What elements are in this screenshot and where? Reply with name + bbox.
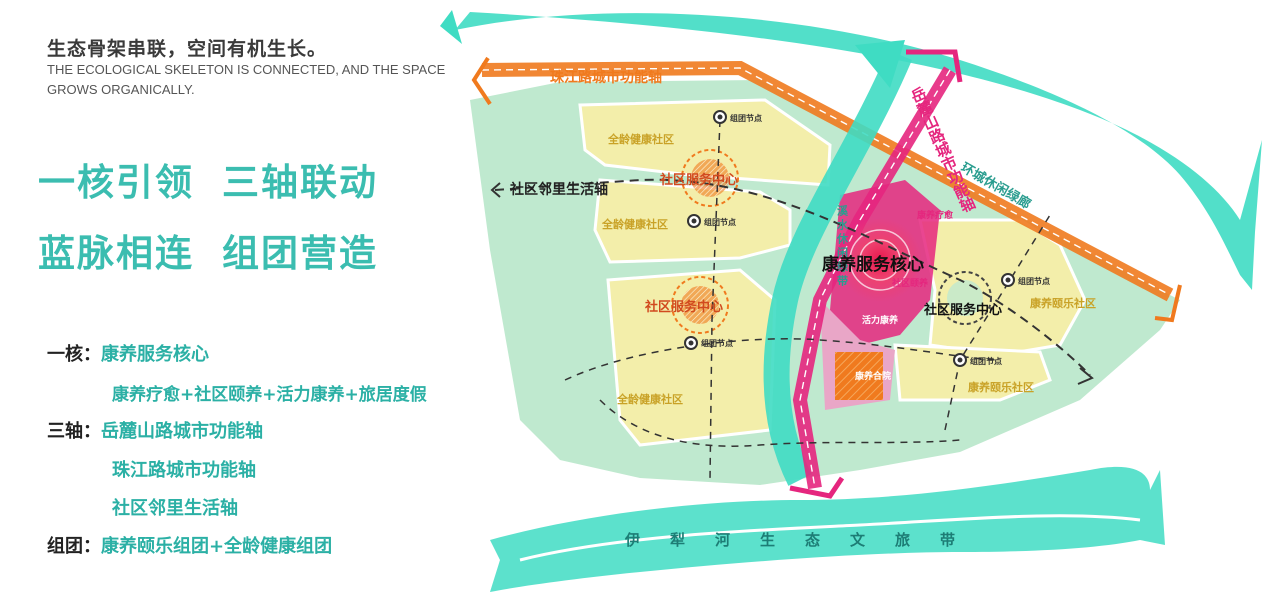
- river-belt: [490, 466, 1165, 592]
- slogan-core: 一核引领: [38, 161, 194, 204]
- community-center-marker-1: [681, 149, 739, 207]
- label-all-age-3: 全龄健康社区: [616, 392, 683, 406]
- label-core: 康养服务核心: [822, 254, 924, 275]
- label-node-2: 组团节点: [704, 217, 736, 227]
- legend-axes-key: 三轴：: [47, 421, 101, 442]
- legend-groups: 组团：康养颐乐组团+全龄健康组团: [47, 532, 332, 558]
- label-community-center-1: 社区服务中心: [659, 172, 738, 188]
- zhujiang-arrow-left: [471, 56, 492, 106]
- legend-axis-2: 珠江路城市功能轴: [112, 460, 256, 481]
- legend-core-detail: 康养疗愈+社区颐养+活力康养+旅居度假: [112, 385, 427, 405]
- node-markers: [684, 110, 1015, 367]
- label-courtyard: 康养合院: [855, 370, 891, 382]
- label-node-5: 组团节点: [970, 356, 1002, 366]
- label-vitality: 活力康养: [862, 314, 898, 326]
- label-zhujiang-axis: 珠江路城市功能轴: [550, 69, 662, 86]
- legend-panel: 生态骨架串联，空间有机生长。 THE ECOLOGICAL SKELETON I…: [0, 0, 470, 608]
- community-center-marker-3: [938, 271, 992, 325]
- label-community-care: 社区颐养: [891, 277, 928, 289]
- slogan-axes: 三轴联动: [222, 161, 378, 204]
- community-center-marker-2: [671, 276, 729, 334]
- yuelushan-arrow-top: [906, 49, 963, 83]
- legend-axis-1: 岳麓山路城市功能轴: [101, 421, 263, 442]
- label-node-3: 组团节点: [701, 338, 733, 348]
- label-river-belt: 伊犁河生态文旅带: [624, 531, 985, 549]
- neighborhood-axis: [494, 178, 1091, 376]
- label-neighborhood-axis: 社区邻里生活轴: [509, 181, 608, 198]
- legend-groups-key: 组团：: [47, 536, 101, 557]
- legend-axes: 三轴：岳麓山路城市功能轴: [47, 417, 263, 443]
- label-yile-1: 康养颐乐社区: [1030, 296, 1096, 310]
- legend-core-value: 康养服务核心: [101, 344, 209, 365]
- zhujiang-arrow-right: [1154, 284, 1182, 323]
- legend-core: 一核：康养服务核心: [47, 340, 209, 366]
- page-title: 生态骨架串联，空间有机生长。: [47, 38, 328, 60]
- slogan-blue-veins: 蓝脉相连: [38, 232, 194, 275]
- slogan-clusters: 组团营造: [222, 232, 378, 275]
- water-greenway-arrow: [855, 40, 905, 88]
- label-community-center-3: 社区服务中心: [923, 302, 1002, 318]
- label-healing: 康养疗愈: [917, 209, 954, 221]
- legend-axis-3: 社区邻里生活轴: [112, 498, 238, 519]
- label-yile-2: 康养颐乐社区: [968, 380, 1034, 394]
- water-greenway: [763, 49, 912, 486]
- label-node-1: 组团节点: [730, 113, 762, 123]
- courtyard-block: [835, 352, 883, 400]
- label-community-center-2: 社区服务中心: [644, 299, 723, 315]
- yuelushan-arrow-bottom: [789, 476, 845, 499]
- label-all-age-2: 全龄健康社区: [601, 217, 668, 231]
- page-subtitle: THE ECOLOGICAL SKELETON IS CONNECTED, AN…: [47, 62, 446, 97]
- label-all-age-1: 全龄健康社区: [607, 132, 674, 146]
- river-channel: [519, 514, 1141, 562]
- label-node-4: 组团节点: [1018, 276, 1050, 286]
- legend-groups-value: 康养颐乐组团+全龄健康组团: [101, 536, 333, 557]
- label-water-greenway: 溪水休闲绿带: [836, 204, 850, 289]
- legend-core-key: 一核：: [47, 344, 101, 365]
- ring-greenway-arrow: [440, 10, 462, 44]
